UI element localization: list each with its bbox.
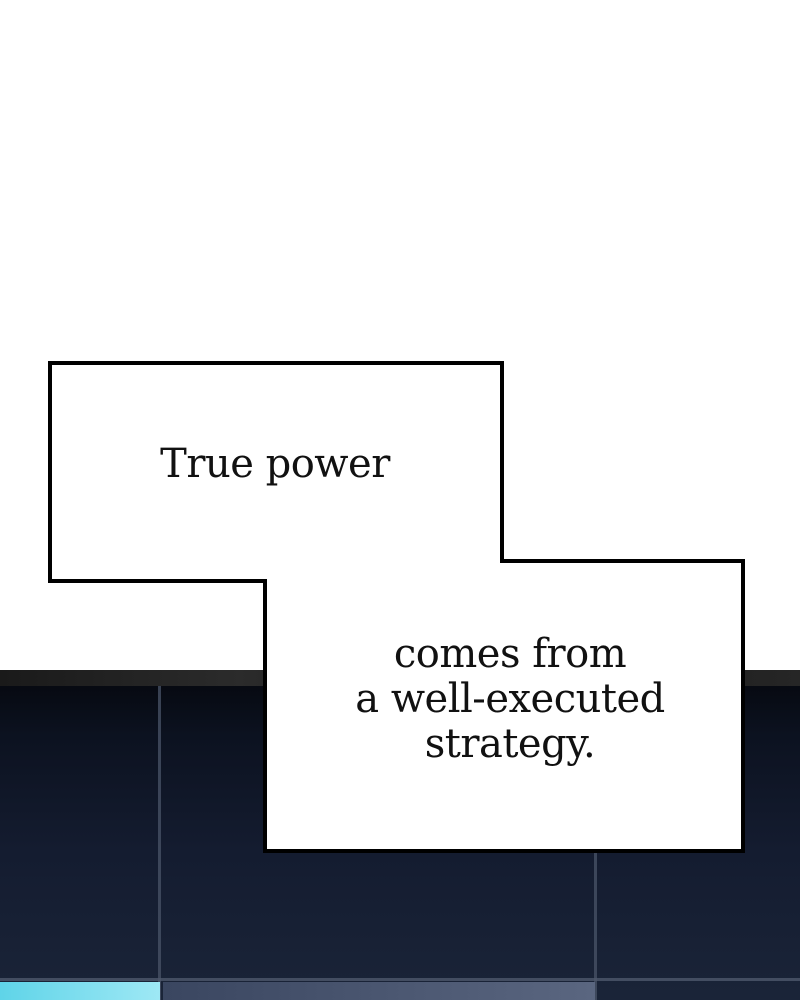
caption-line: a well-executed — [355, 675, 665, 722]
cyan-light-panel — [0, 982, 160, 1000]
caption-box-outline — [48, 361, 745, 853]
caption-line: strategy. — [424, 720, 596, 767]
caption-text-2: comes from a well-executed strategy. — [300, 632, 720, 766]
tile-seam — [0, 978, 800, 981]
grey-light-panel — [163, 982, 595, 1000]
tile-seam — [158, 686, 161, 1000]
caption-line: comes from — [393, 631, 627, 677]
caption-text-1: True power — [160, 441, 390, 487]
